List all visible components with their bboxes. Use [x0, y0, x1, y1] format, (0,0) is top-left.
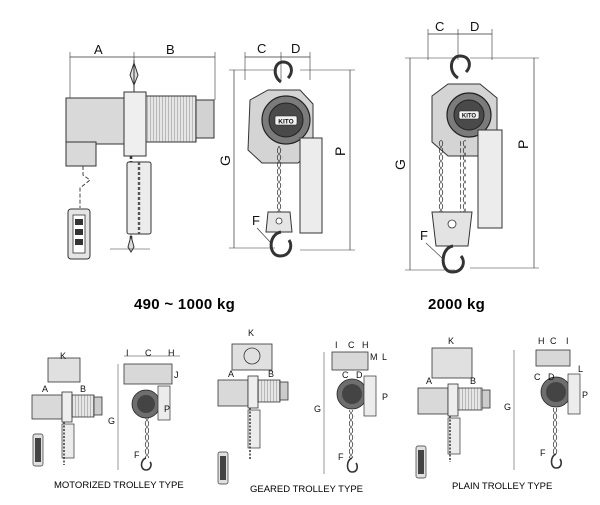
- gt-dim-h: H: [362, 340, 369, 350]
- pt-dim-b: B: [470, 376, 476, 386]
- motorized-trolley-drawings: K A B I C H J G P F: [31, 348, 180, 471]
- dim-label-f: F: [252, 213, 260, 228]
- dim-label-d: D: [291, 41, 300, 56]
- dim-label-p: P: [332, 147, 348, 156]
- gt-dim-c2: C: [342, 370, 349, 380]
- pt-dim-h: H: [538, 336, 545, 346]
- dim-label-g-2000: G: [392, 159, 408, 170]
- dim-label-d-2000: D: [470, 19, 479, 34]
- gt-dim-f: F: [338, 452, 344, 462]
- label-geared-trolley: GEARED TROLLEY TYPE: [250, 484, 363, 495]
- dim-label-f-2000: F: [420, 228, 428, 243]
- gt-dim-k: K: [248, 328, 254, 338]
- gt-dim-c: C: [348, 340, 355, 350]
- label-plain-trolley: PLAIN TROLLEY TYPE: [452, 481, 553, 492]
- dim-label-a: A: [94, 42, 103, 57]
- top-middle-front-view: C D G P KITO F: [217, 41, 355, 258]
- mt-dim-b: B: [80, 384, 86, 394]
- pt-dim-d: D: [548, 372, 555, 382]
- top-right-front-view: C D G P KITO F: [392, 19, 539, 274]
- mt-dim-k: K: [60, 351, 66, 361]
- gt-dim-g: G: [314, 404, 321, 414]
- caption-2000kg: 2000 kg: [428, 296, 486, 313]
- pt-dim-k: K: [448, 336, 454, 346]
- plain-trolley-drawings: K A B H C I L G P F C D: [415, 336, 588, 479]
- mt-dim-g: G: [108, 416, 115, 426]
- pt-dim-g: G: [504, 402, 511, 412]
- pt-dim-i: I: [566, 336, 569, 346]
- top-left-side-view: A B: [65, 42, 216, 260]
- pt-dim-l: L: [578, 364, 583, 374]
- label-motorized-trolley: MOTORIZED TROLLEY TYPE: [54, 480, 184, 491]
- gt-dim-a: A: [228, 369, 234, 379]
- pendant-control: [67, 208, 91, 260]
- dim-label-b: B: [166, 42, 175, 57]
- gt-dim-m: M: [370, 352, 378, 362]
- pt-dim-c: C: [550, 336, 557, 346]
- dim-label-g: G: [217, 155, 233, 166]
- gt-dim-i: I: [335, 340, 338, 350]
- pt-dim-p: P: [582, 390, 588, 400]
- mt-dim-p: P: [164, 404, 170, 414]
- mt-dim-i: I: [126, 348, 129, 358]
- mt-dim-f: F: [134, 450, 140, 460]
- mt-dim-c: C: [145, 348, 152, 358]
- dim-label-p-2000: P: [515, 140, 531, 149]
- mt-dim-j: J: [174, 370, 179, 380]
- pt-dim-f: F: [540, 448, 546, 458]
- pt-dim-c2: C: [534, 372, 541, 382]
- gt-dim-p: P: [382, 392, 388, 402]
- mt-dim-a: A: [42, 384, 48, 394]
- dim-label-c-2000: C: [435, 19, 444, 34]
- gt-dim-d: D: [356, 370, 363, 380]
- caption-490-1000kg: 490 ~ 1000 kg: [134, 296, 236, 313]
- brand-badge-2000: KITO: [462, 114, 477, 120]
- gt-dim-l: L: [382, 352, 387, 362]
- geared-trolley-drawings: K A B I C H M L G P F C D: [217, 328, 388, 485]
- brand-badge: KITO: [278, 119, 293, 126]
- pt-dim-a: A: [426, 376, 432, 386]
- mt-dim-h: H: [168, 348, 175, 358]
- gt-dim-b: B: [268, 369, 274, 379]
- dim-label-c: C: [257, 41, 266, 56]
